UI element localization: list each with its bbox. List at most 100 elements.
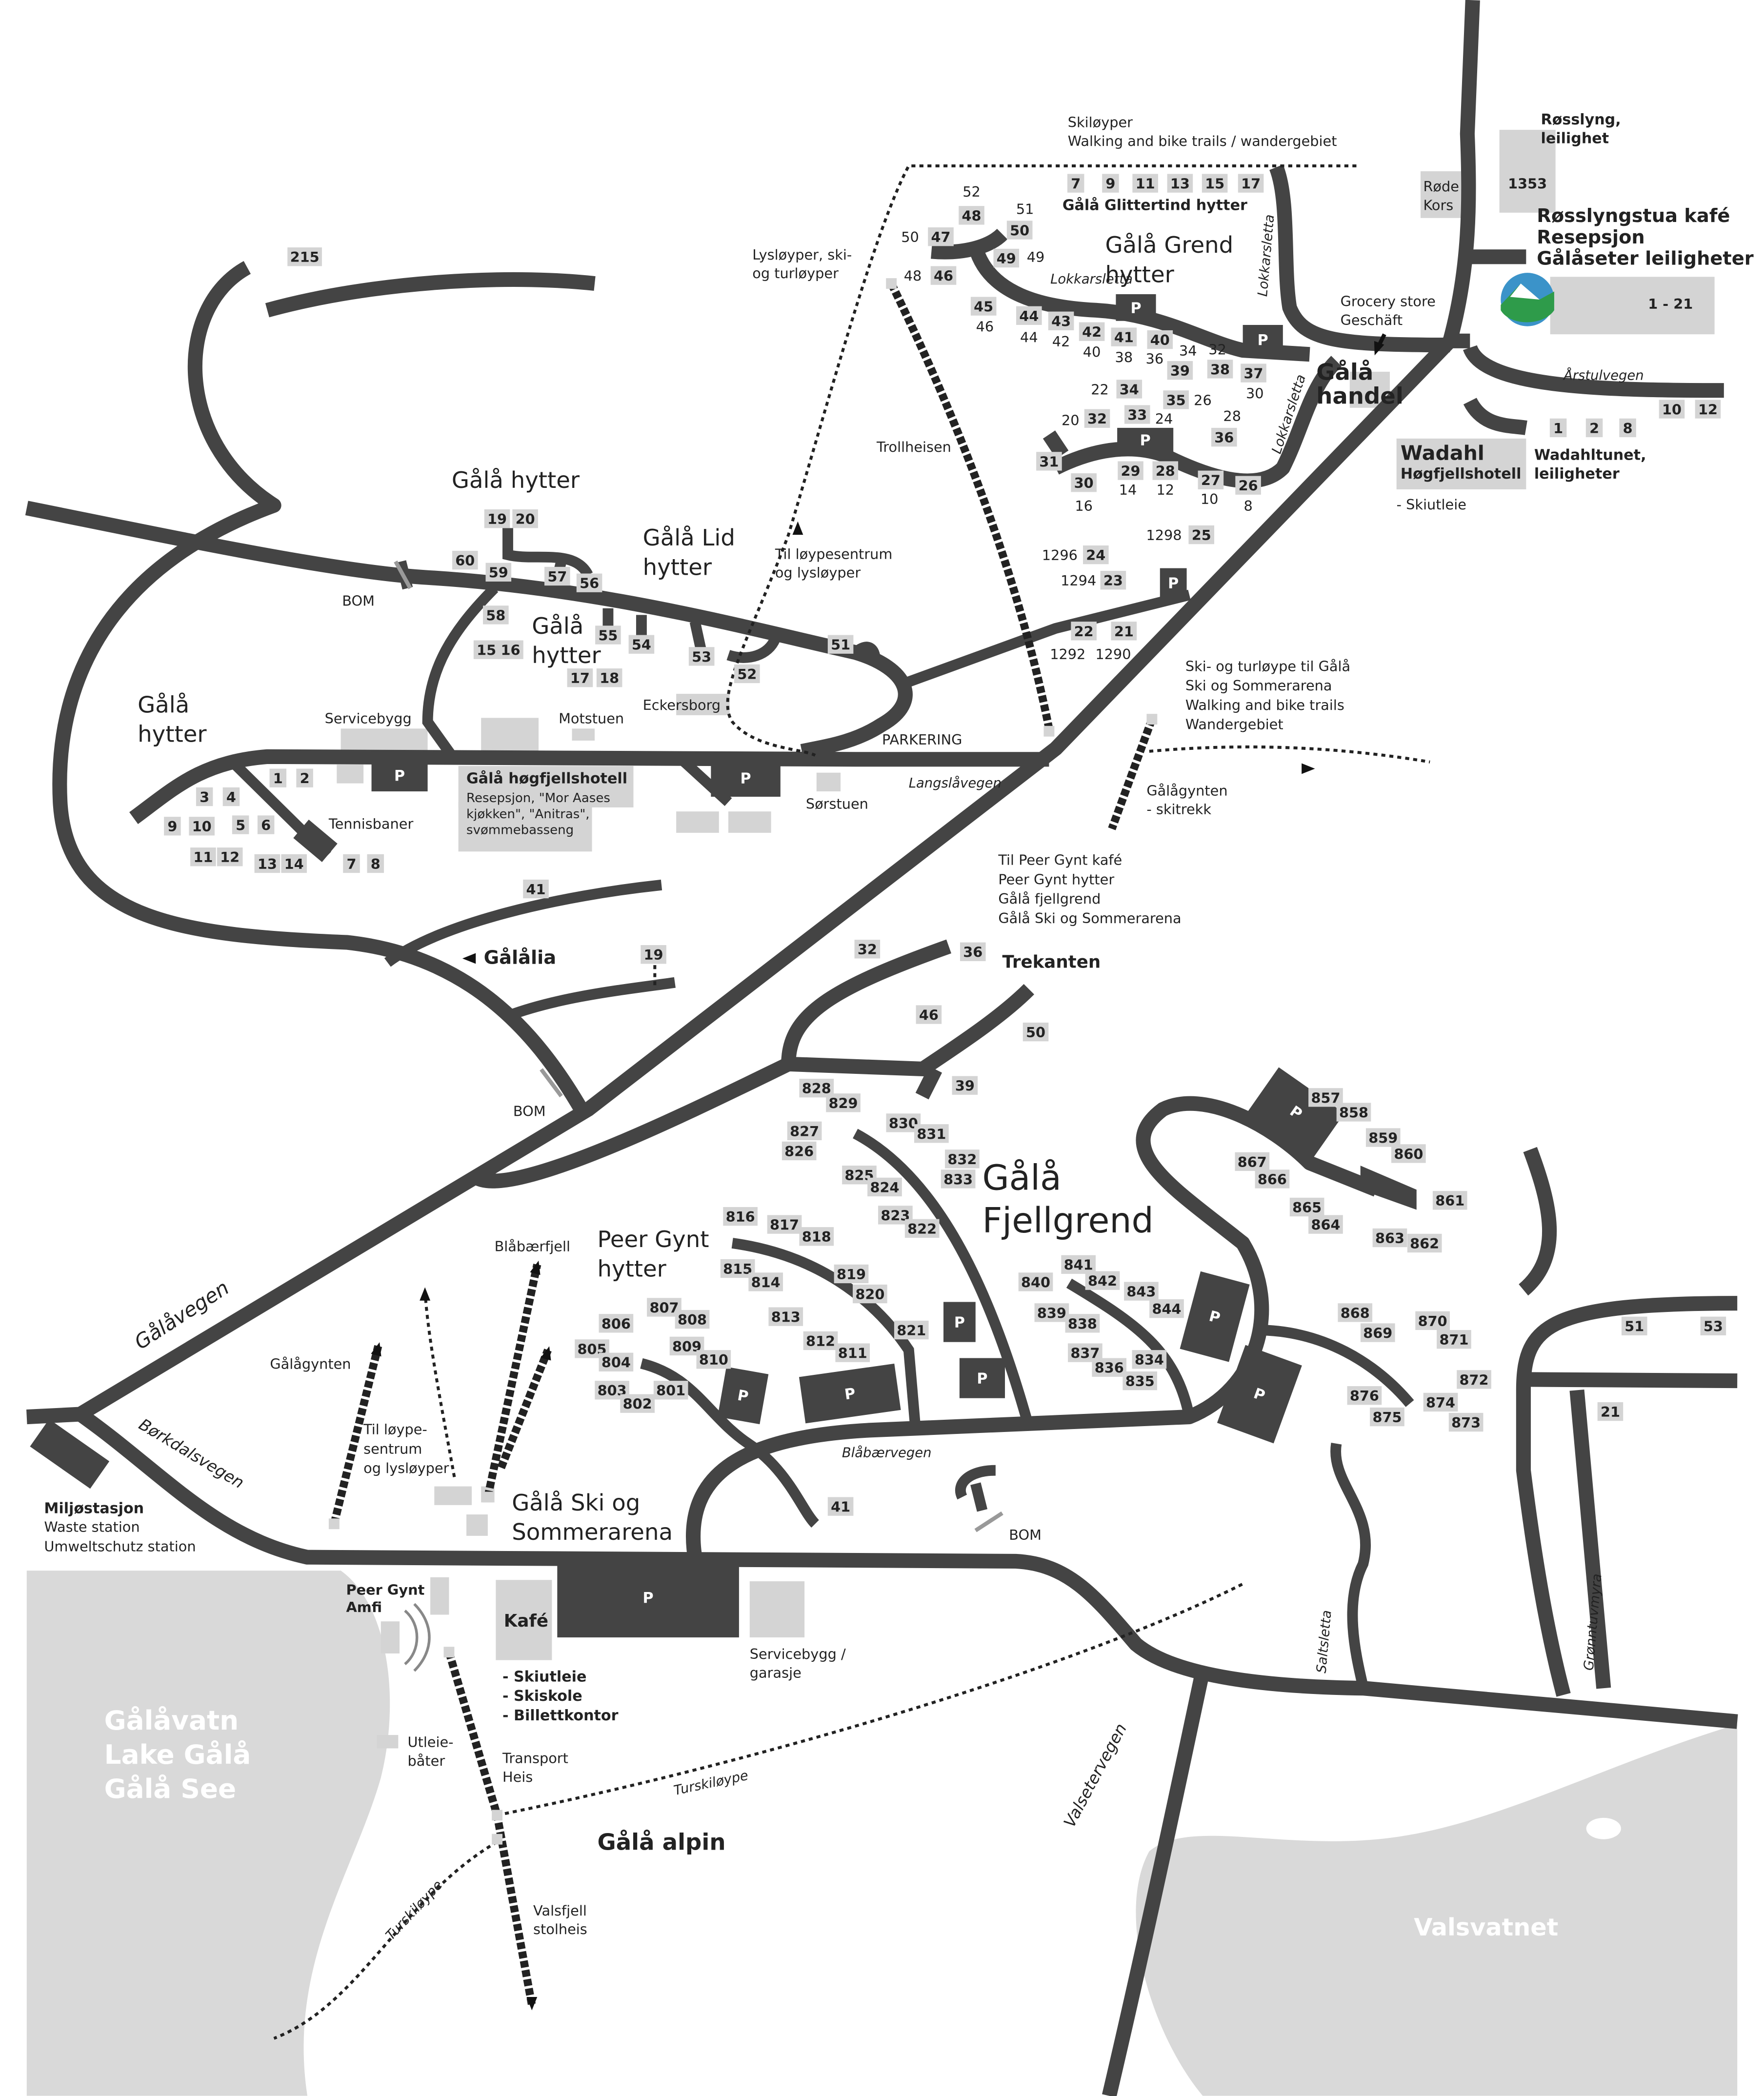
plot-number: 9 xyxy=(1105,176,1115,192)
plot-marker: 869 xyxy=(1360,1323,1395,1342)
plot-number: 15 xyxy=(1205,176,1224,192)
plot-marker: 8 xyxy=(367,854,384,873)
plot-marker: 20 xyxy=(512,509,538,528)
label-glittertind: Gålå Glittertind hytter xyxy=(1062,196,1247,214)
plot-marker: 832 xyxy=(945,1149,980,1169)
plot-number: 23 xyxy=(1103,572,1123,589)
label-line: Servicebygg / xyxy=(750,1646,846,1662)
plot-number: 7 xyxy=(346,856,356,872)
plot-marker: 1 xyxy=(1549,418,1567,438)
label-line: Turskiløype xyxy=(383,1877,445,1943)
plot-marker: 873 xyxy=(1448,1412,1483,1432)
parking-shape xyxy=(717,1367,769,1425)
label-line: garasje xyxy=(750,1664,802,1681)
plot-marker: 808 xyxy=(675,1310,710,1329)
plot-box xyxy=(485,563,512,582)
plot-number: 841 xyxy=(1064,1257,1093,1273)
plot-box xyxy=(1083,545,1109,564)
plot-number: 866 xyxy=(1258,1171,1287,1188)
road-fjellgrend-inner xyxy=(640,1129,1414,1528)
plot-box xyxy=(1071,473,1097,492)
plot-marker: 834 xyxy=(1132,1350,1167,1369)
plot-marker: 812 xyxy=(803,1331,838,1350)
plot-box xyxy=(254,854,281,873)
arrow-icon xyxy=(1302,763,1315,774)
plot-marker: 34 xyxy=(1116,380,1143,399)
plot-marker: 56 xyxy=(576,573,602,592)
label-galavegen: Gålåvegen xyxy=(130,1276,233,1354)
plot-marker: 32 xyxy=(854,940,881,959)
label-line: BOM xyxy=(342,592,375,609)
plot-marker: 813 xyxy=(768,1307,803,1326)
label-line: Lysløyper, ski- xyxy=(752,246,852,263)
plot-number: 43 xyxy=(1051,313,1071,330)
arrow-icon xyxy=(462,953,476,964)
plot-number: 806 xyxy=(601,1315,631,1332)
parking-shape xyxy=(943,1302,976,1342)
plot-number: 41 xyxy=(831,1499,850,1515)
plot-marker: 802 xyxy=(620,1394,655,1413)
lift xyxy=(330,1264,552,2006)
plot-box xyxy=(1167,361,1193,380)
lift-station xyxy=(443,1647,455,1658)
plot-marker: 18 xyxy=(596,668,622,687)
plot-number: 16 xyxy=(1075,498,1093,514)
plot-box xyxy=(959,206,984,225)
plot-number: 2 xyxy=(1589,420,1599,437)
plot-marker: 28 xyxy=(1152,461,1179,480)
plot-number: 46 xyxy=(976,319,994,335)
plot-number: 31 xyxy=(1039,453,1059,470)
plot-box xyxy=(1079,322,1105,341)
plot-number: 1294 xyxy=(1061,572,1096,589)
plot-number: 7 xyxy=(1071,176,1081,192)
label-line: Gålå høgfjellshotell xyxy=(466,770,627,787)
plot-marker: 17 xyxy=(567,668,593,687)
parking-shape xyxy=(1116,294,1156,321)
plot-marker: 51 xyxy=(1621,1316,1647,1335)
label-line: svømmebasseng xyxy=(466,823,574,838)
label-line: Gålå Ski og Sommerarena xyxy=(998,910,1181,927)
plot-number: 869 xyxy=(1363,1325,1392,1341)
plot-number: 48 xyxy=(962,207,982,224)
road-trekanten xyxy=(470,939,1034,1189)
label-line: Til løypesentrum xyxy=(775,545,893,562)
label-line: - skitrekk xyxy=(1146,801,1211,818)
plot-marker: 35 xyxy=(1163,390,1189,409)
parking-area: P xyxy=(959,1358,1005,1398)
plot-number: 14 xyxy=(284,856,304,872)
plot-marker: 46 xyxy=(930,266,957,285)
label-line: Fjellgrend xyxy=(982,1200,1153,1241)
plot-number: 802 xyxy=(623,1396,652,1412)
tennis-court xyxy=(293,819,338,862)
plot-box xyxy=(787,1121,822,1141)
plot-number: 45 xyxy=(974,299,993,315)
plot-number: 24 xyxy=(1155,411,1173,427)
plot-number: 830 xyxy=(889,1115,918,1131)
plot-number: 812 xyxy=(806,1333,835,1350)
plot-number: 12 xyxy=(1698,402,1718,418)
plot-number: 17 xyxy=(570,670,590,686)
plot-number: 38 xyxy=(1115,349,1133,366)
plot-number: 843 xyxy=(1126,1284,1156,1300)
parking-area: P xyxy=(943,1302,976,1342)
plot-marker: 9 xyxy=(1102,174,1119,193)
building xyxy=(728,811,771,833)
label-line: handel xyxy=(1316,383,1403,409)
parking-label: P xyxy=(977,1370,987,1388)
parking-shape xyxy=(1243,324,1283,355)
plot-number: 826 xyxy=(784,1143,814,1160)
plot-number: 20 xyxy=(1062,412,1080,428)
parking-area: P xyxy=(371,759,428,792)
parking-area: P xyxy=(717,1367,769,1425)
label-line: Wadahltunet, xyxy=(1534,447,1646,464)
label-line: Peer Gynt xyxy=(346,1581,425,1598)
plot-number: 1298 xyxy=(1146,527,1182,544)
plot-number: 862 xyxy=(1410,1235,1439,1252)
label-line: Gålå hytter xyxy=(452,467,580,493)
label-line: Gålåvegen xyxy=(130,1276,233,1354)
